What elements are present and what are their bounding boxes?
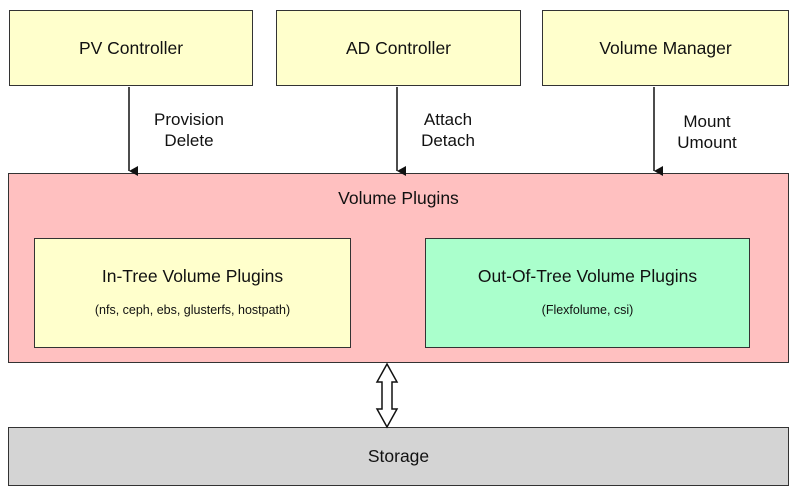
delete-label: Delete <box>164 131 214 150</box>
bidirectional-arrow-icon <box>375 362 399 429</box>
ad-arrow-label: Attach Detach <box>408 109 488 151</box>
volume-manager-label: Volume Manager <box>599 37 732 58</box>
in-tree-plugins-box: In-Tree Volume Plugins (nfs, ceph, ebs, … <box>34 238 351 348</box>
out-of-tree-plugins-box: Out-Of-Tree Volume Plugins (Flexfolume, … <box>425 238 750 348</box>
detach-label: Detach <box>421 131 475 150</box>
out-of-tree-plugins-examples: (Flexfolume, csi) <box>541 303 634 317</box>
in-tree-plugins-title: In-Tree Volume Plugins <box>101 266 284 286</box>
pv-arrow-label: Provision Delete <box>143 109 235 151</box>
provision-label: Provision <box>154 110 224 129</box>
attach-label: Attach <box>423 110 473 129</box>
mount-label: Mount <box>683 112 731 131</box>
storage-box: Storage <box>8 427 789 486</box>
vm-arrow-label: Mount Umount <box>662 111 752 153</box>
in-tree-plugins-examples: (nfs, ceph, ebs, glusterfs, hostpath) <box>94 303 291 317</box>
ad-controller-label: AD Controller <box>345 37 452 58</box>
storage-label: Storage <box>367 446 430 466</box>
out-of-tree-plugins-title: Out-Of-Tree Volume Plugins <box>477 266 698 286</box>
volume-plugins-box: Volume Plugins In-Tree Volume Plugins (n… <box>8 173 789 363</box>
volume-manager-box: Volume Manager <box>542 10 789 86</box>
ad-controller-box: AD Controller <box>276 10 521 86</box>
umount-label: Umount <box>677 133 737 152</box>
pv-controller-box: PV Controller <box>9 10 253 86</box>
volume-plugins-title: Volume Plugins <box>338 188 459 208</box>
pv-controller-label: PV Controller <box>78 37 184 58</box>
